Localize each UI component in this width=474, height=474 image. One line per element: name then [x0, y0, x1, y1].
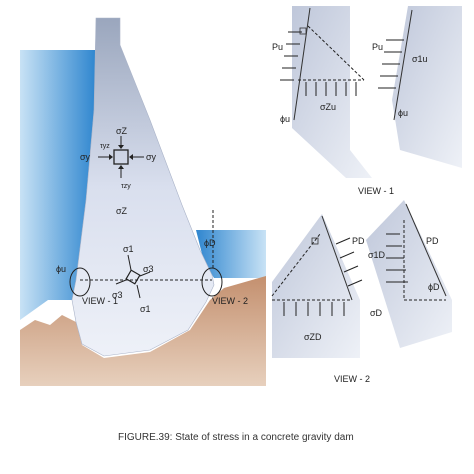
- view-2-circle: [201, 267, 223, 297]
- view1-sigma-zu-label: σZu: [320, 102, 336, 112]
- sigma-z-label-bottom: σZ: [116, 206, 128, 216]
- sigma-z-top-head: [118, 145, 124, 149]
- view2-pressure-arrows: [335, 237, 363, 287]
- view2-left-face: [321, 215, 353, 301]
- principal-element: [125, 269, 141, 285]
- view-2-tag: VIEW - 2: [212, 296, 248, 306]
- view1-base-arrows: [305, 82, 357, 96]
- sigma-z-label-top: σZ: [116, 126, 128, 136]
- view1-pressure-arrows: [280, 31, 302, 81]
- sigma-y-label-left: σy: [80, 152, 91, 162]
- view-1-tag: VIEW - 1: [82, 296, 118, 306]
- tau-zy-label: τzy: [121, 183, 131, 190]
- view1-pu-label-right: Pu: [372, 42, 383, 52]
- phi-u-label-main: ϕu: [56, 264, 66, 274]
- sigma-y-right-head: [129, 154, 133, 160]
- tau-yz-label: τyz: [100, 143, 110, 150]
- view2-right-face: [405, 203, 447, 297]
- view2-pd-label: PD: [352, 236, 365, 246]
- view-1-caption: VIEW - 1: [358, 186, 394, 196]
- view2-right-pressure-arrows: [386, 233, 408, 283]
- view1-right-face: [393, 9, 413, 121]
- sigma-y-label-right: σy: [146, 152, 157, 162]
- sigma-3-label-left: σ3: [112, 290, 123, 300]
- view-2-caption: VIEW - 2: [334, 374, 370, 384]
- sigma-1-label-bottom: σ1: [140, 304, 151, 314]
- figure-caption: FIGURE.39: State of stress in a concrete…: [118, 432, 354, 443]
- view2-sigma-d-label: σD: [370, 308, 383, 318]
- phi-d-label-main: ϕD: [204, 238, 216, 248]
- view1-panel-right: [392, 6, 462, 168]
- sigma-y-left-head: [109, 154, 113, 160]
- view1-phi-u-label: ϕu: [280, 114, 290, 124]
- view2-sigma-zd-label: σZD: [304, 332, 322, 342]
- sigma-3-left-arrow: [115, 279, 127, 285]
- upstream-water: [20, 50, 96, 320]
- view-1-circle: [69, 267, 91, 297]
- view1-pu-label: Pu: [272, 42, 283, 52]
- view2-panel-left: [272, 214, 360, 358]
- stress-element: [113, 149, 129, 165]
- sigma-3-label-right: σ3: [143, 264, 154, 274]
- view2-base-arrows: [283, 302, 345, 316]
- view1-sigma-1u-label: σ1u: [412, 54, 428, 64]
- view1-phi-u-label-right: ϕu: [398, 108, 408, 118]
- view1-right-angle: [299, 27, 307, 35]
- view1-panel-left: [292, 6, 372, 178]
- sigma-1-bottom-arrow: [136, 284, 141, 299]
- sigma-3-right-arrow: [139, 271, 151, 277]
- view2-right-angle: [311, 237, 319, 245]
- view2-pd-label-right: PD: [426, 236, 439, 246]
- sigma-z-bottom-head: [118, 165, 124, 169]
- view2-phi-d-label: ϕD: [428, 282, 440, 292]
- sigma-1-top-arrow: [127, 254, 132, 271]
- view1-right-pressure-arrows: [378, 39, 404, 89]
- view2-panel-right: [366, 200, 452, 348]
- view2-sigma-1d-label: σ1D: [368, 250, 386, 260]
- sigma-1-label-top: σ1: [123, 244, 134, 254]
- view1-left-hyp: [307, 25, 365, 81]
- view1-left-face: [293, 7, 311, 121]
- foundation-soil: [20, 276, 266, 386]
- dam-body: [71, 17, 215, 357]
